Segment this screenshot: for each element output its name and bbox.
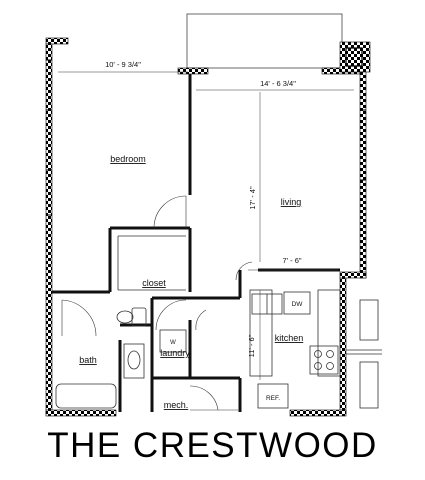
appliance-label-dishwasher: DW — [292, 301, 304, 308]
corner-block — [345, 47, 363, 67]
dimension-lines — [58, 71, 354, 380]
wall-right-step — [339, 271, 367, 279]
dim-bedroom-width: 10' - 9 3/4" — [105, 60, 141, 69]
island — [317, 289, 341, 377]
refrigerator-box — [257, 383, 289, 409]
wall-bottom — [45, 409, 117, 417]
appliance-label-refrigerator: REF. — [266, 395, 280, 402]
kitchen-fixtures — [249, 289, 341, 409]
kitchen-counter — [249, 289, 273, 377]
balcony-outline — [186, 13, 343, 69]
dim-kitchen-width: 7' - 6" — [282, 256, 301, 265]
appliance-label-washer: W — [170, 340, 176, 346]
wall-top-left-stub — [177, 67, 209, 75]
room-label-bedroom: bedroom — [110, 154, 146, 164]
bathtub — [55, 383, 117, 409]
doors — [61, 195, 253, 411]
dishwasher-box — [283, 291, 311, 315]
room-label-bath: bath — [79, 355, 97, 365]
room-label-closet: closet — [142, 278, 166, 288]
window-marks — [46, 59, 366, 216]
room-label-mech: mech. — [164, 400, 189, 410]
toilet-bowl — [116, 310, 134, 324]
toilet-tank — [131, 307, 147, 327]
dim-living-width: 14' - 6 3/4" — [260, 79, 296, 88]
vanity — [123, 343, 145, 379]
interior-walls — [52, 74, 340, 412]
sink-basin — [127, 350, 141, 370]
wall-corner-top-right — [339, 41, 371, 73]
bath-fixtures — [55, 307, 147, 409]
wall-right-upper — [359, 71, 367, 279]
dim-living-depth: 17' - 4" — [248, 186, 257, 210]
dim-kitchen-depth: 11' - 6" — [247, 334, 256, 357]
closet-shelving — [117, 235, 186, 291]
room-label-kitchen: kitchen — [275, 333, 304, 343]
wall-top-bedroom — [45, 37, 69, 45]
room-label-laundry: laundry — [160, 348, 190, 358]
range — [309, 345, 339, 375]
wall-left — [45, 43, 53, 415]
exterior-details — [346, 299, 382, 409]
exterior-walls — [45, 37, 371, 417]
plan-title: THE CRESTWOOD — [47, 426, 378, 465]
wall-right-lower — [339, 277, 347, 415]
washer-box — [159, 329, 187, 353]
wall-bottom-right — [289, 409, 347, 417]
room-label-living: living — [281, 197, 302, 207]
